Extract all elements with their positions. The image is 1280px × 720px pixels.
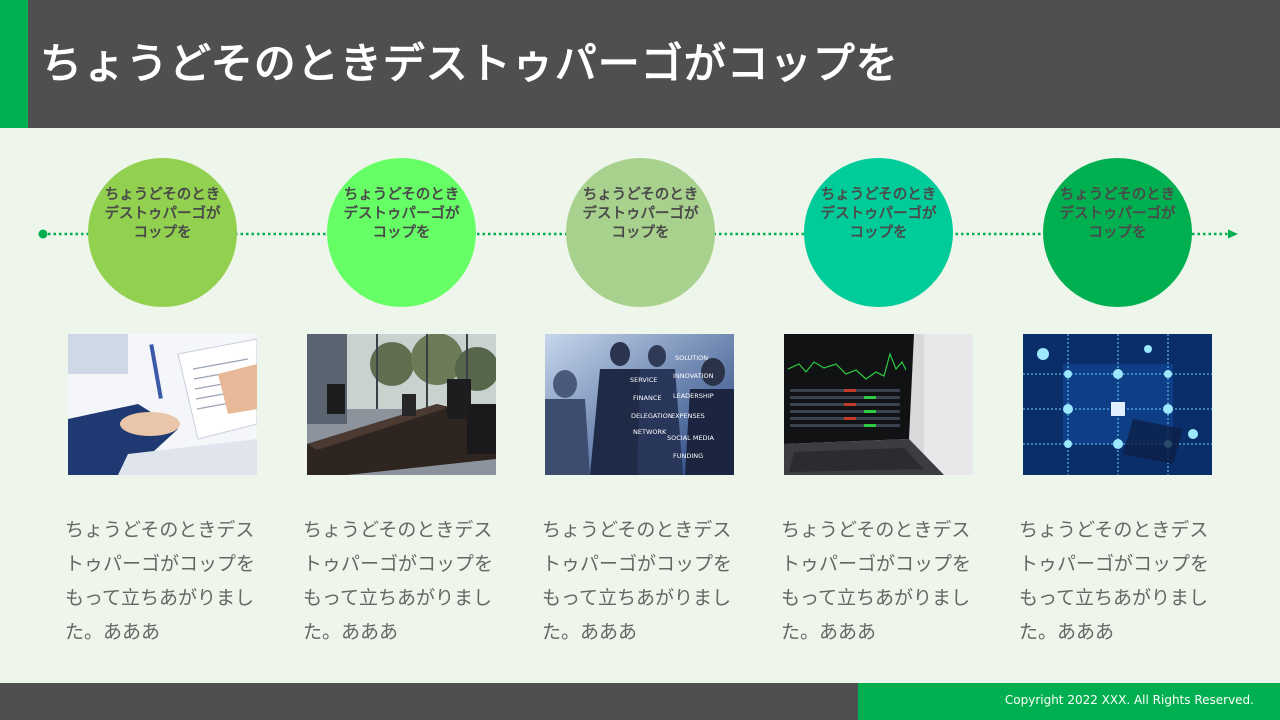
copyright-text: Copyright 2022 XXX. All Rights Reserved. — [1004, 693, 1254, 707]
step-description-4: ちょうどそのときデストゥパーゴがコップをもって立ちあがりました。あああ — [781, 519, 972, 643]
conference-room-photo — [307, 334, 496, 475]
business-team-keywords-photo: SOLUTION SERVICE INNOVATION FINANCE LEAD… — [545, 334, 734, 475]
step-description-3: ちょうどそのときデストゥパーゴがコップをもって立ちあがりました。あああ — [542, 519, 733, 643]
laptop-stock-chart-photo — [784, 334, 973, 475]
svg-text:INNOVATION: INNOVATION — [673, 372, 714, 380]
step-label: ちょうどそのとき デストゥパーゴが コップを — [343, 187, 460, 241]
footer-accent-block: Copyright 2022 XXX. All Rights Reserved. — [858, 683, 1280, 720]
step-label: ちょうどそのとき デストゥパーゴが コップを — [104, 187, 221, 241]
step-description-1: ちょうどそのときデストゥパーゴがコップをもって立ちあがりました。あああ — [65, 519, 256, 643]
svg-text:FINANCE: FINANCE — [633, 394, 661, 402]
business-handshake-documents-photo — [68, 334, 257, 475]
page-title: ちょうどそのときデストゥパーゴがコップを — [40, 39, 899, 88]
svg-text:FUNDING: FUNDING — [673, 452, 703, 460]
svg-text:EXPENSES: EXPENSES — [671, 412, 705, 420]
step-description-5: ちょうどそのときデストゥパーゴがコップをもって立ちあがりました。あああ — [1019, 519, 1210, 643]
header-accent-stripe — [0, 0, 28, 128]
svg-text:SOCIAL MEDIA: SOCIAL MEDIA — [667, 434, 714, 442]
svg-text:DELEGATION: DELEGATION — [631, 412, 673, 420]
footer-bar: Copyright 2022 XXX. All Rights Reserved. — [0, 683, 1280, 720]
step-circle-1: ちょうどそのとき デストゥパーゴが コップを — [88, 158, 237, 307]
network-technology-photo — [1023, 334, 1212, 475]
step-label: ちょうどそのとき デストゥパーゴが コップを — [820, 187, 937, 241]
step-description-2: ちょうどそのときデストゥパーゴがコップをもって立ちあがりました。あああ — [303, 519, 494, 643]
svg-text:NETWORK: NETWORK — [633, 428, 667, 436]
svg-text:LEADERSHIP: LEADERSHIP — [673, 392, 714, 400]
step-circle-5: ちょうどそのとき デストゥパーゴが コップを — [1043, 158, 1192, 307]
step-label: ちょうどそのとき デストゥパーゴが コップを — [582, 187, 699, 241]
svg-text:SERVICE: SERVICE — [630, 376, 657, 384]
header-bar: ちょうどそのときデストゥパーゴがコップを — [0, 0, 1280, 128]
step-label: ちょうどそのとき デストゥパーゴが コップを — [1059, 187, 1176, 241]
step-circle-4: ちょうどそのとき デストゥパーゴが コップを — [804, 158, 953, 307]
step-circle-2: ちょうどそのとき デストゥパーゴが コップを — [327, 158, 476, 307]
svg-text:SOLUTION: SOLUTION — [675, 354, 708, 362]
step-circle-3: ちょうどそのとき デストゥパーゴが コップを — [566, 158, 715, 307]
